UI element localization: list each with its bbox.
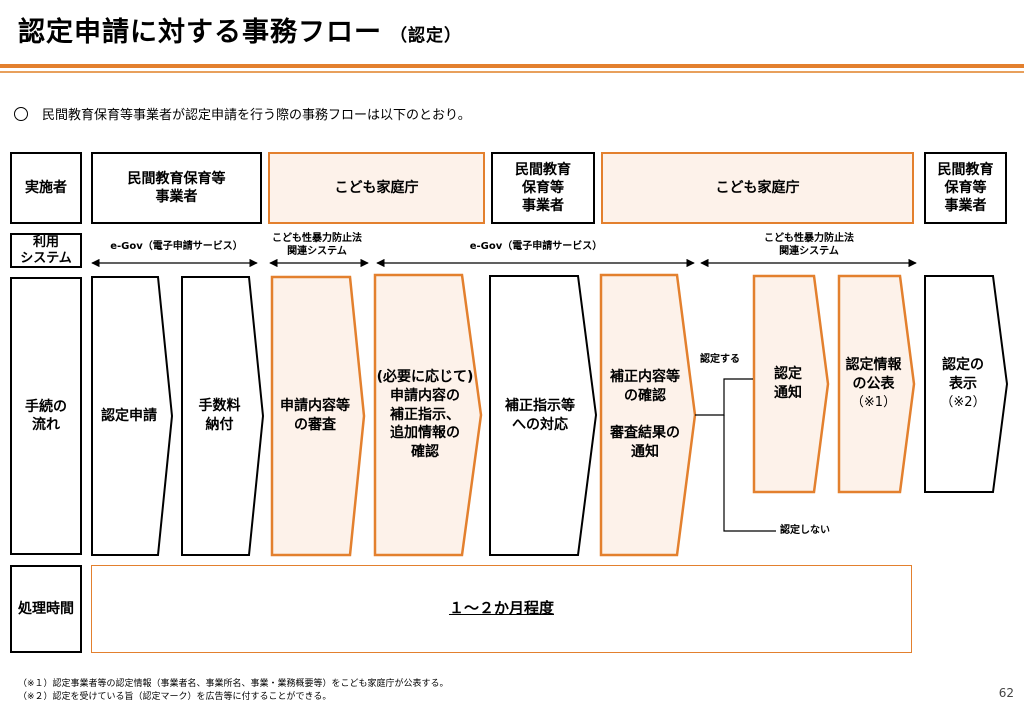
system-egov-1: e-Gov（電子申請サービス） — [110, 241, 243, 252]
step-5: 補正指示等 への対応 — [505, 397, 575, 433]
step-3: 申請内容等 の審査 — [280, 398, 350, 433]
step-4: (必要に応じて) 申請内容の 補正指示、 追加情報の 確認 — [376, 368, 474, 461]
step-7: 認定 通知 — [774, 366, 802, 401]
footnote-2: （※２）認定を受けている旨（認定マーク）を広告等に付することができる。 — [18, 692, 332, 702]
header-rule-thin — [0, 71, 1024, 73]
step-2: 手数料 納付 — [198, 398, 241, 433]
step-shape-5 — [489, 275, 598, 556]
row-label-actor: 実施者 — [10, 152, 82, 224]
step-shape-9 — [924, 275, 1009, 493]
page-title: 認定申請に対する事務フロー（認定） — [18, 17, 462, 48]
actor-business-1: 民間教育保育等 事業者 — [91, 152, 262, 224]
step-9: 認定の 表示（※2） — [940, 357, 986, 411]
actor-business-2: 民間教育 保育等 事業者 — [491, 152, 595, 224]
footnote-1: （※１）認定事業者等の認定情報（事業者名、事業所名、事業・業務概要等）をこども家… — [18, 679, 449, 689]
branch-label-approve: 認定する — [700, 354, 740, 365]
system-egov-2: e-Gov（電子申請サービス） — [469, 241, 603, 252]
header-rule — [0, 64, 1024, 68]
actor-cfa-2: こども家庭庁 — [601, 152, 914, 224]
step-shape-7 — [752, 274, 830, 494]
step-1: 認定申請 — [101, 407, 157, 424]
circle-bullet-icon — [14, 107, 28, 121]
system-cfa-2: こども性暴力防止法 関連システム — [764, 233, 854, 257]
branch-label-reject: 認定しない — [780, 525, 830, 536]
page-number: 62 — [998, 686, 1014, 700]
row-label-time: 処理時間 — [10, 565, 82, 653]
step-6: 補正内容等 の確認 審査結果の 通知 — [610, 368, 680, 461]
row-label-system: 利用 システム — [10, 233, 82, 268]
step-shape-2 — [181, 276, 265, 556]
step-shape-6 — [599, 273, 697, 557]
step-shape-3 — [270, 275, 366, 557]
step-8: 認定情報 の公表（※1） — [845, 357, 902, 411]
row-label-flow: 手続の 流れ — [10, 277, 82, 555]
processing-time-bar: １～２か月程度 — [91, 565, 912, 653]
system-cfa-1: こども性暴力防止法 関連システム — [272, 233, 362, 257]
step-shape-8 — [837, 274, 916, 494]
branch-line-approve — [695, 378, 753, 416]
branch-line-reject — [723, 415, 776, 532]
actor-cfa-1: こども家庭庁 — [268, 152, 485, 224]
actor-business-3: 民間教育 保育等 事業者 — [924, 152, 1007, 224]
intro-line: 民間教育保育等事業者が認定申請を行う際の事務フローは以下のとおり。 — [14, 104, 471, 123]
step-shape-4 — [373, 273, 483, 557]
step-shape-1 — [91, 276, 174, 556]
